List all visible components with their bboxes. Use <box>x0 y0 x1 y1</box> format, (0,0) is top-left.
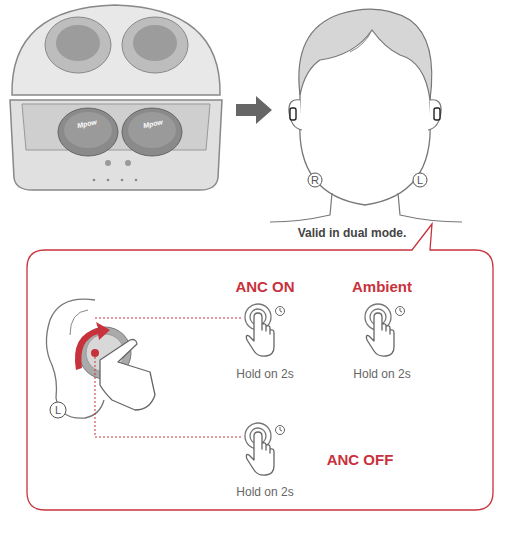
hold-instruction: Hold on 2s <box>236 368 293 381</box>
hold-instruction: Hold on 2s <box>353 368 410 381</box>
mode-label: Ambient <box>352 279 412 296</box>
mode-label: ANC ON <box>235 279 294 296</box>
side-mark: R <box>311 174 319 186</box>
side-mark: L <box>55 404 61 416</box>
hold-instruction: Hold on 2s <box>236 486 293 499</box>
mode-label: ANC OFF <box>327 452 394 469</box>
note-text: Valid in dual mode. <box>298 227 407 240</box>
side-mark: L <box>417 174 423 186</box>
